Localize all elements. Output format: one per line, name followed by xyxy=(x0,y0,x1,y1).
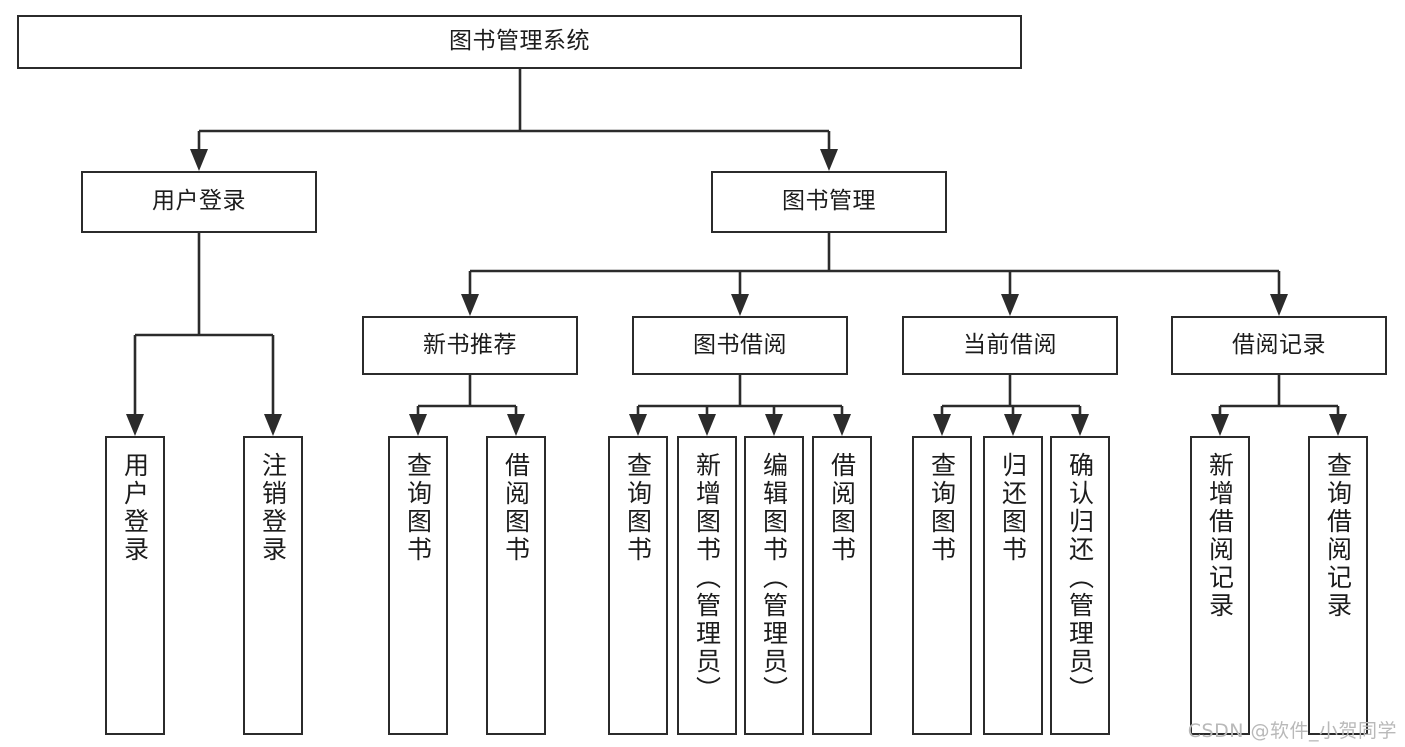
node-label: 新增借阅记录 xyxy=(1205,452,1235,620)
arrow-head-icon xyxy=(731,294,749,316)
leaf-node-box: 编辑图书（管理员） xyxy=(744,436,804,735)
node-label: 图书管理 xyxy=(782,188,876,215)
arrow-head-icon xyxy=(820,149,838,171)
node-label: 新书推荐 xyxy=(423,331,517,358)
leaf-node-box: 归还图书 xyxy=(983,436,1043,735)
node-label: 图书借阅 xyxy=(693,331,787,358)
node-label: 查询图书 xyxy=(403,452,433,564)
arrow-head-icon xyxy=(507,414,525,436)
leaf-node-box: 用户登录 xyxy=(105,436,165,735)
node-label: 注销登录 xyxy=(258,452,288,564)
arrow-head-icon xyxy=(1071,414,1089,436)
arrow-head-icon xyxy=(1211,414,1229,436)
arrow-head-icon xyxy=(1329,414,1347,436)
node-label: 图书管理系统 xyxy=(449,28,590,55)
root-node-box: 图书管理系统 xyxy=(17,15,1022,69)
node-label: 借阅图书 xyxy=(827,452,857,564)
node-label: 查询借阅记录 xyxy=(1323,452,1353,620)
node-label: 用户登录 xyxy=(120,452,150,564)
arrow-head-icon xyxy=(461,294,479,316)
node-label: 归还图书 xyxy=(998,452,1028,564)
arrow-head-icon xyxy=(833,414,851,436)
arrow-head-icon xyxy=(1270,294,1288,316)
arrow-head-icon xyxy=(190,149,208,171)
arrow-head-icon xyxy=(1004,414,1022,436)
leaf-node-box: 新增图书（管理员） xyxy=(677,436,737,735)
leaf-node-box: 查询图书 xyxy=(912,436,972,735)
arrow-head-icon xyxy=(126,414,144,436)
node-label: 借阅记录 xyxy=(1232,331,1326,358)
leaf-node-box: 查询图书 xyxy=(388,436,448,735)
node-box: 图书管理 xyxy=(711,171,947,233)
node-box: 图书借阅 xyxy=(632,316,848,375)
arrow-head-icon xyxy=(765,414,783,436)
leaf-node-box: 查询图书 xyxy=(608,436,668,735)
arrow-head-icon xyxy=(1001,294,1019,316)
leaf-node-box: 注销登录 xyxy=(243,436,303,735)
node-label: 当前借阅 xyxy=(963,331,1057,358)
node-box: 当前借阅 xyxy=(902,316,1118,375)
arrow-head-icon xyxy=(629,414,647,436)
arrow-head-icon xyxy=(409,414,427,436)
node-label: 借阅图书 xyxy=(501,452,531,564)
node-box: 新书推荐 xyxy=(362,316,578,375)
node-label: 确认归还（管理员） xyxy=(1065,452,1095,704)
arrow-head-icon xyxy=(933,414,951,436)
leaf-node-box: 借阅图书 xyxy=(812,436,872,735)
leaf-node-box: 查询借阅记录 xyxy=(1308,436,1368,735)
node-label: 编辑图书（管理员） xyxy=(759,452,789,704)
node-label: 新增图书（管理员） xyxy=(692,452,722,704)
node-label: 查询图书 xyxy=(927,452,957,564)
leaf-node-box: 借阅图书 xyxy=(486,436,546,735)
leaf-node-box: 确认归还（管理员） xyxy=(1050,436,1110,735)
node-label: 查询图书 xyxy=(623,452,653,564)
arrow-head-icon xyxy=(698,414,716,436)
node-box: 用户登录 xyxy=(81,171,317,233)
node-label: 用户登录 xyxy=(152,188,246,215)
arrow-head-icon xyxy=(264,414,282,436)
leaf-node-box: 新增借阅记录 xyxy=(1190,436,1250,735)
node-box: 借阅记录 xyxy=(1171,316,1387,375)
